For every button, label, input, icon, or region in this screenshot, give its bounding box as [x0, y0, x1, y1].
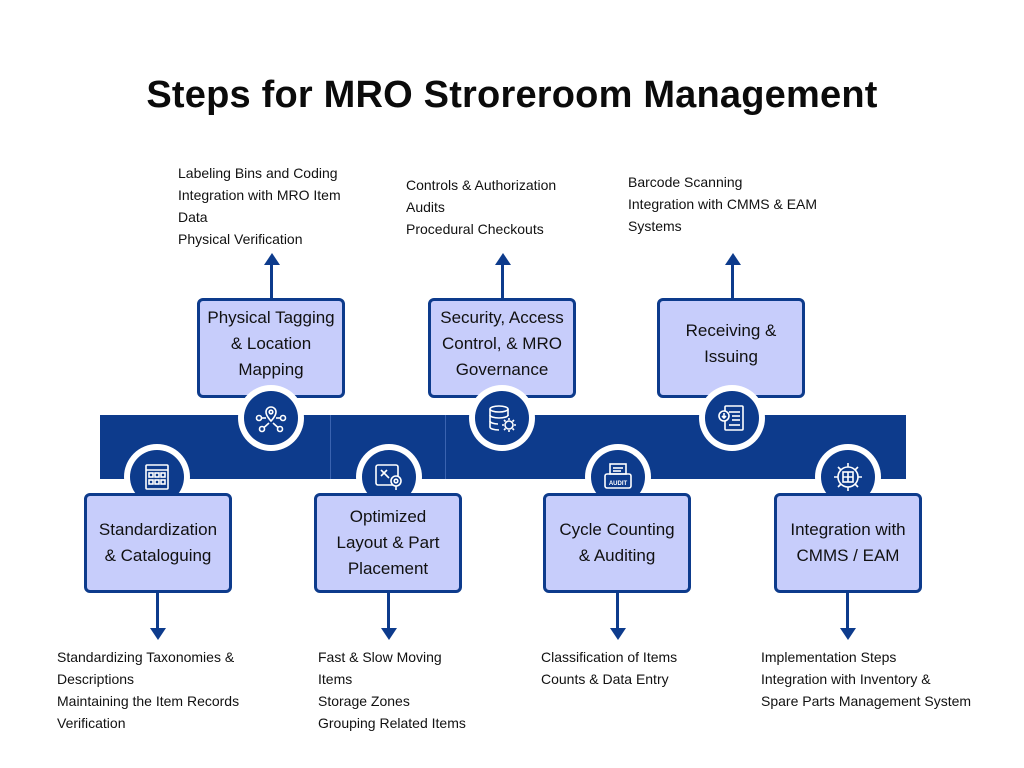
arrow-down	[150, 628, 166, 640]
arrow-up	[495, 253, 511, 265]
step-label: Cycle Counting & Auditing	[559, 520, 675, 565]
step-notes-cycle-counting: Classification of Items Counts & Data En…	[541, 646, 677, 690]
audit-printer-icon: AUDIT	[604, 463, 632, 489]
note-item: Maintaining the Item Records	[57, 693, 240, 709]
arrow-stem	[501, 264, 504, 300]
arrow-stem	[616, 593, 619, 629]
database-gear-icon	[489, 405, 516, 432]
step-notes-security: Controls & Authorization Audits Procedur…	[406, 174, 556, 240]
step-notes-physical-tagging: Labeling Bins and Coding Integration wit…	[178, 162, 341, 250]
step-box-security: Security, Access Control, & MRO Governan…	[428, 298, 576, 398]
document-download-icon	[718, 405, 744, 431]
step-label: Receiving & Issuing	[685, 321, 777, 366]
note-item: Procedural Checkouts	[406, 221, 544, 237]
location-network-icon	[255, 406, 287, 433]
arrow-down	[381, 628, 397, 640]
note-item: Audits	[406, 199, 445, 215]
note-item: Integration with CMMS & EAM	[628, 196, 818, 212]
arrow-stem	[270, 264, 273, 300]
step-label: Standardization & Cataloguing	[98, 520, 218, 565]
arrow-stem	[156, 593, 159, 629]
page-title: Steps for MRO Stroreroom Management	[146, 74, 878, 116]
note-item: Integration with MRO Item	[178, 187, 341, 203]
step-box-integration: Integration with CMMS / EAM	[774, 493, 922, 593]
step-box-physical-tagging: Physical Tagging & Location Mapping	[197, 298, 345, 398]
note-item: Storage Zones	[318, 693, 410, 709]
note-item: Fast & Slow Moving	[318, 649, 442, 665]
arrow-stem	[846, 593, 849, 629]
note-item: Labeling Bins and Coding	[178, 165, 338, 181]
audit-label: AUDIT	[609, 481, 628, 487]
step-box-cycle-counting: Cycle Counting & Auditing	[543, 493, 691, 593]
step-box-optimized-layout: Optimized Layout & Part Placement	[314, 493, 462, 593]
note-item: Controls & Authorization	[406, 177, 557, 193]
tools-location-icon	[375, 464, 402, 490]
step-icon-circle	[238, 385, 304, 451]
arrow-stem	[387, 593, 390, 629]
note-item: Verification	[57, 715, 126, 731]
step-label: Integration with CMMS / EAM	[790, 520, 906, 565]
note-item: Spare Parts Management System	[761, 693, 972, 709]
note-item: Physical Verification	[178, 231, 303, 247]
note-item: Classification of Items	[541, 649, 678, 665]
step-box-standardization: Standardization & Cataloguing	[84, 493, 232, 593]
step-notes-optimized-layout: Fast & Slow Moving Items Storage Zones G…	[318, 646, 466, 734]
step-label: Optimized Layout & Part Placement	[336, 507, 440, 578]
step-notes-receiving: Barcode Scanning Integration with CMMS &…	[628, 171, 817, 237]
step-icon-circle	[469, 385, 535, 451]
arrow-stem	[731, 264, 734, 300]
arrow-down	[610, 628, 626, 640]
step-icon-circle	[699, 385, 765, 451]
gear-puzzle-icon	[834, 463, 862, 491]
note-item: Standardizing Taxonomies &	[57, 649, 235, 665]
arrow-up	[725, 253, 741, 265]
note-item: Data	[178, 209, 208, 225]
note-item: Grouping Related Items	[318, 715, 466, 731]
note-item: Implementation Steps	[761, 649, 897, 665]
note-item: Integration with Inventory &	[761, 671, 931, 687]
catalog-grid-icon	[145, 464, 169, 490]
step-notes-standardization: Standardizing Taxonomies & Descriptions …	[57, 646, 239, 734]
step-label: Security, Access Control, & MRO Governan…	[440, 308, 564, 379]
note-item: Items	[318, 671, 353, 687]
band-divider	[445, 415, 446, 479]
note-item: Counts & Data Entry	[541, 671, 669, 687]
step-label: Physical Tagging & Location Mapping	[207, 308, 335, 379]
step-notes-integration: Implementation Steps Integration with In…	[761, 646, 971, 712]
band-divider	[330, 415, 331, 479]
note-item: Descriptions	[57, 671, 135, 687]
step-box-receiving: Receiving & Issuing	[657, 298, 805, 398]
note-item: Barcode Scanning	[628, 174, 743, 190]
note-item: Systems	[628, 218, 682, 234]
arrow-down	[840, 628, 856, 640]
arrow-up	[264, 253, 280, 265]
